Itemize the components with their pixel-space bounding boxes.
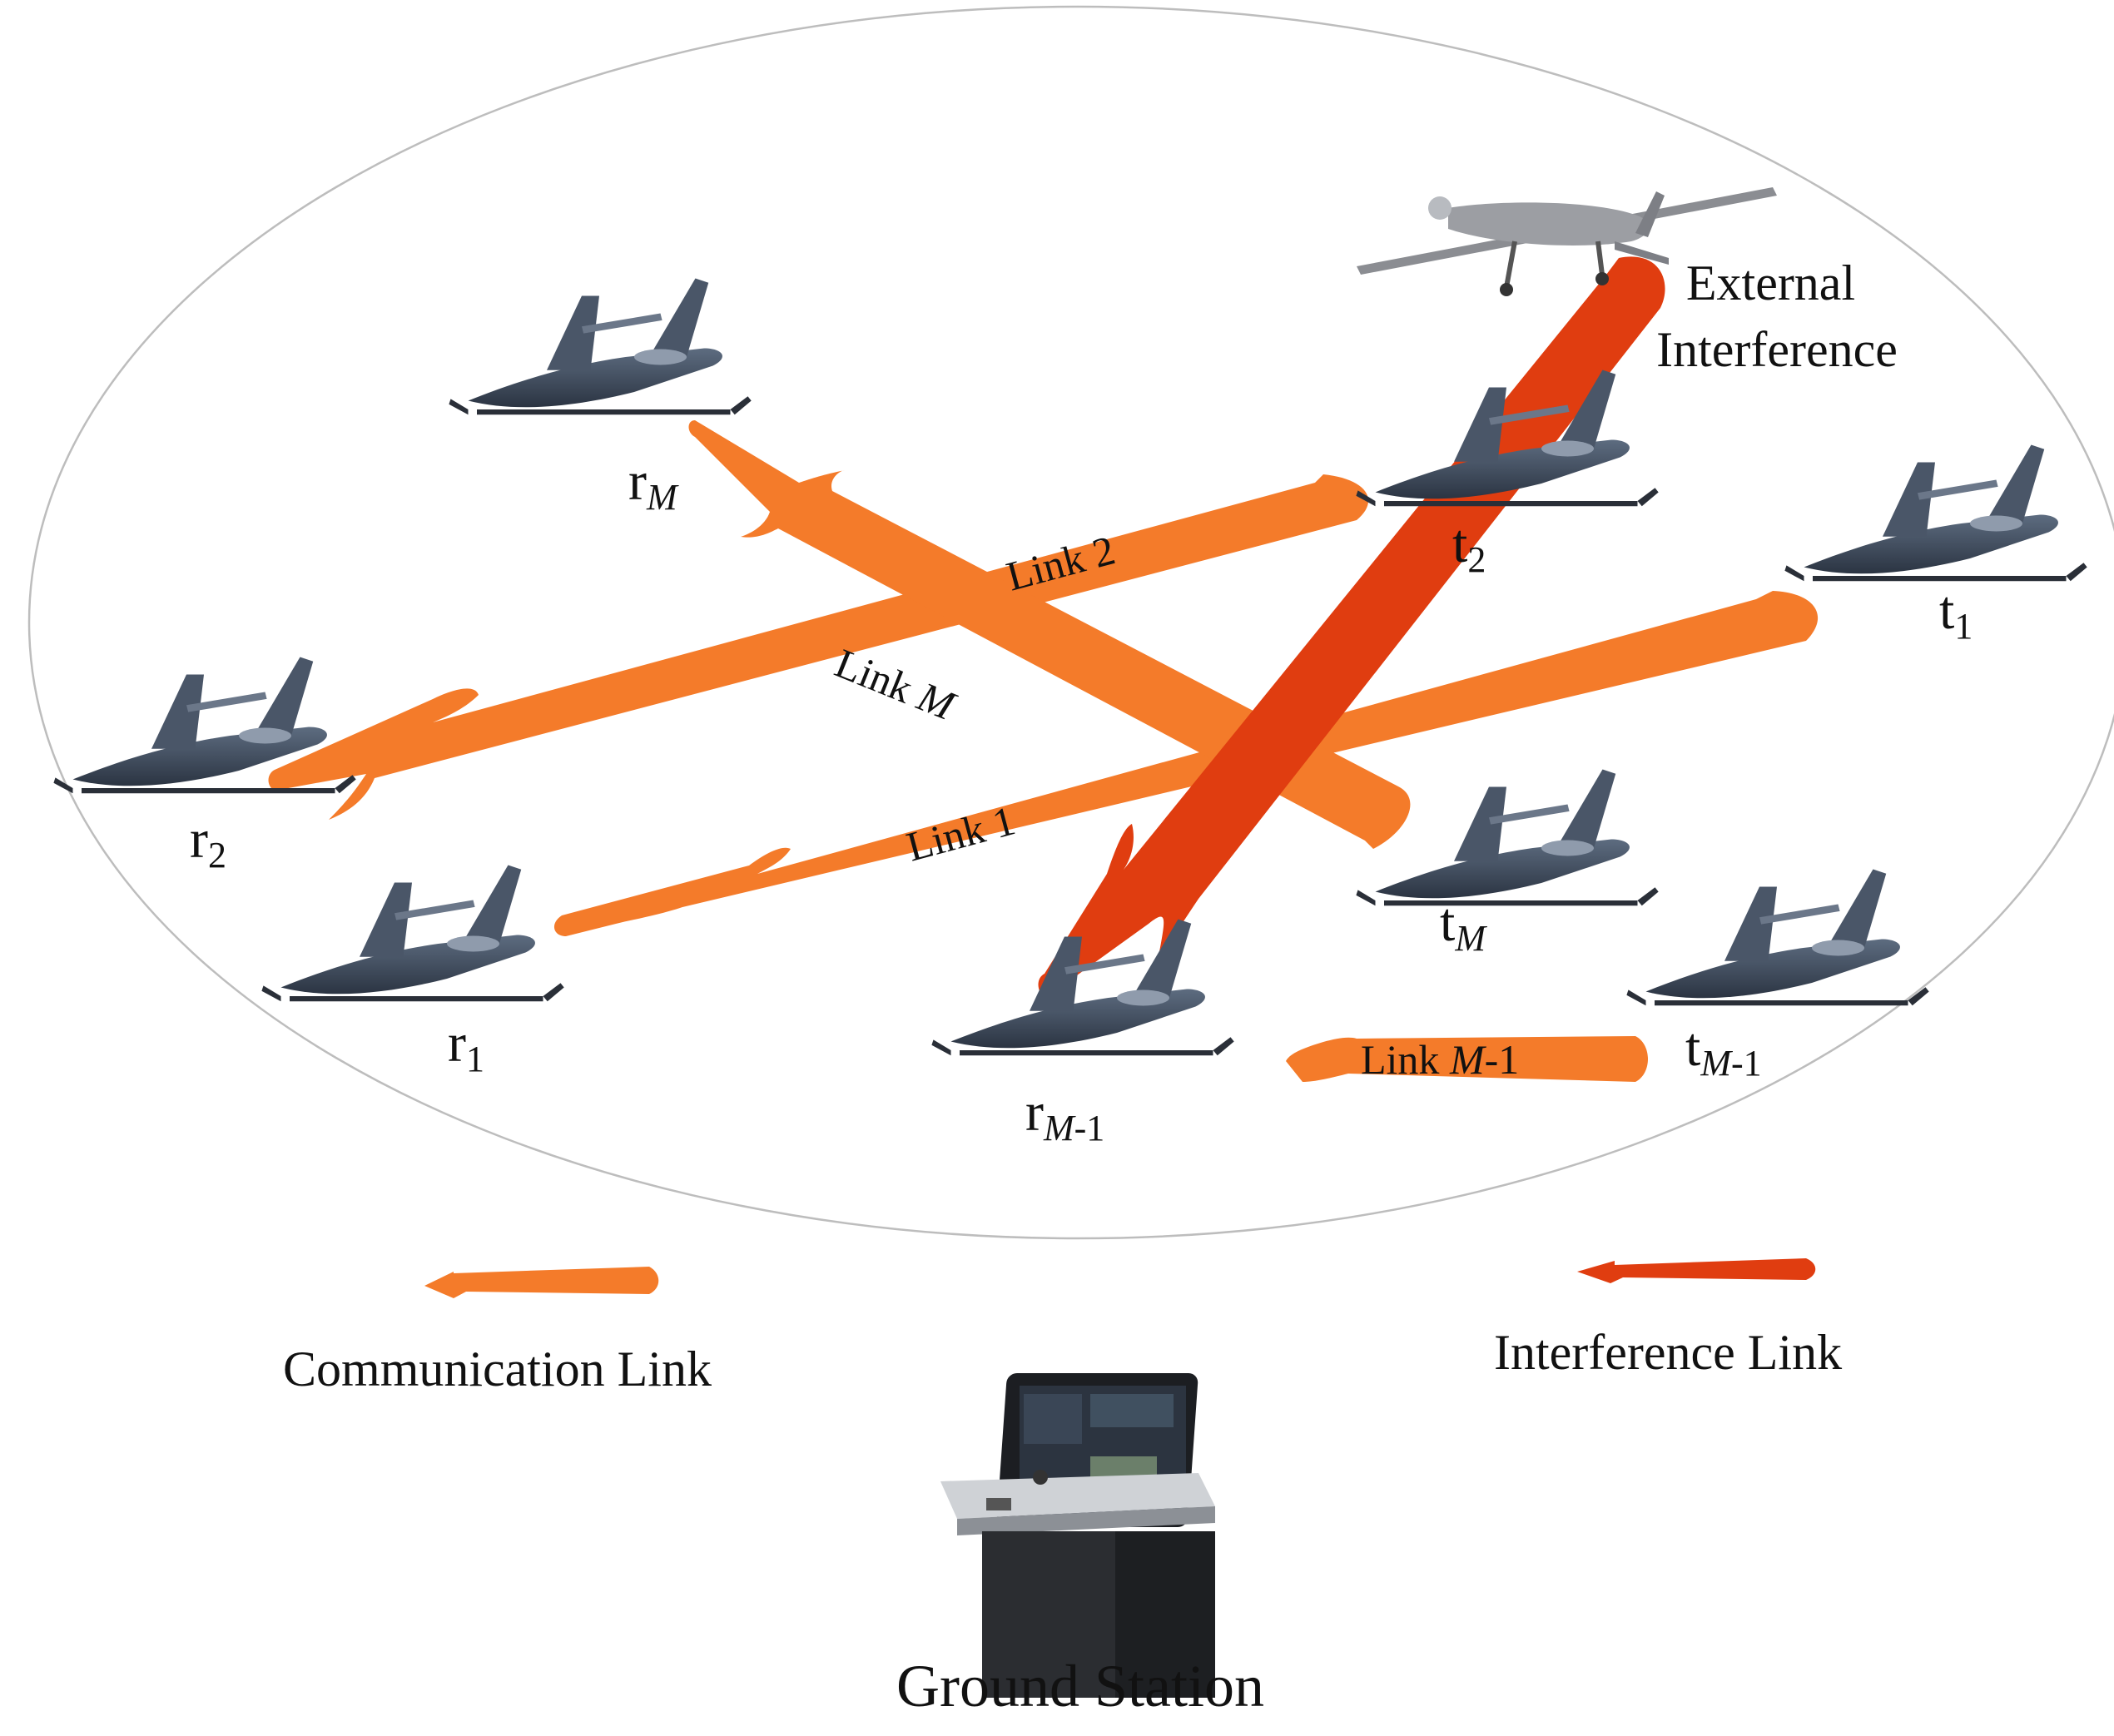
- uav-r-m: [449, 278, 752, 415]
- label-t-1: t1: [1939, 580, 1973, 647]
- link-2-arrow: [268, 474, 1369, 820]
- label-t-2: t2: [1452, 513, 1486, 580]
- ground-station-console: [940, 1373, 1215, 1698]
- label-r-m: rM: [628, 451, 679, 518]
- uav-t-m1: [1626, 869, 1929, 1006]
- network-boundary: [28, 5, 2114, 1240]
- label-r-m1: rM-1: [1025, 1082, 1104, 1148]
- uav-t-1: [1784, 444, 2087, 582]
- label-link-m: Link M: [829, 639, 963, 729]
- label-link-m1: Link M-1: [1361, 1036, 1519, 1083]
- label-external-interference: External Interference: [1656, 255, 1898, 377]
- external-interference-arrow: [1038, 256, 1665, 999]
- link-1-arrow: [553, 591, 1819, 936]
- label-t-m1: tM-1: [1685, 1017, 1762, 1084]
- label-link-1: Link 1: [901, 796, 1020, 870]
- uav-r-1: [261, 865, 564, 1002]
- legend-interference-arrow: [1577, 1258, 1816, 1283]
- legend: Communication Link Interference Link: [283, 1258, 1842, 1396]
- label-r-1: r1: [448, 1013, 484, 1079]
- legend-communication-arrow: [424, 1267, 659, 1298]
- label-t-m: tM: [1440, 892, 1487, 959]
- interference-drone: [1357, 187, 1777, 296]
- legend-communication-label: Communication Link: [283, 1342, 712, 1396]
- ground-station-label: Ground Station: [896, 1653, 1264, 1719]
- link-m1-arrow: [1286, 1036, 1648, 1082]
- legend-interference-label: Interference Link: [1494, 1325, 1842, 1380]
- label-r-2: r2: [190, 809, 226, 875]
